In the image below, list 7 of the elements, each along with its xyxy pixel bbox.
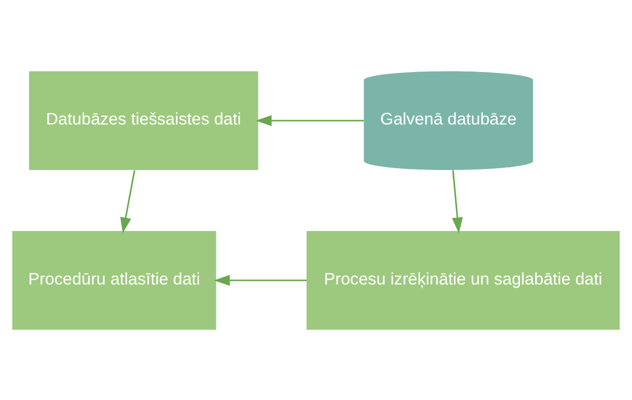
node-box: Datubāzes tiešsaistes dati [29,70,258,170]
arrow [120,170,136,233]
arrow [214,274,307,286]
arrow [452,170,463,233]
node-box: Procedūru atlasītie dati [12,230,216,330]
arrow [256,114,364,126]
node-box: Procesu izrēķinātie un saglabātie dati [306,230,620,330]
